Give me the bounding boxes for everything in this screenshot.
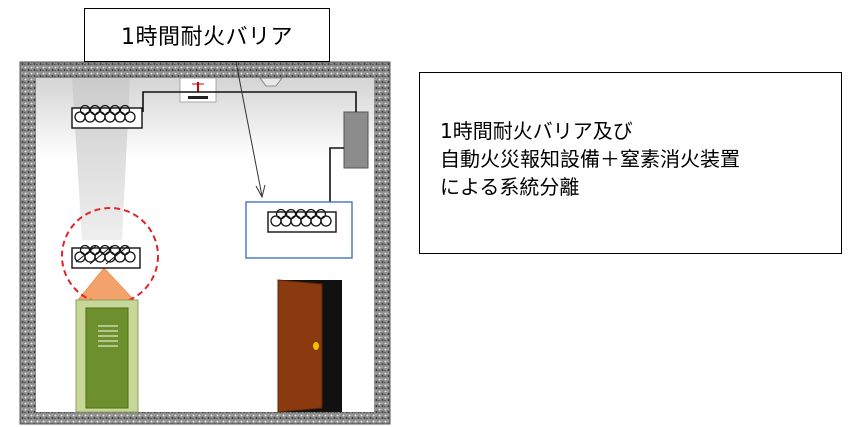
door [277, 279, 342, 413]
callout-arrow [235, 61, 266, 199]
description-line-3: による系統分離 [440, 175, 580, 199]
description-line-2: 自動火災報知設備＋窒素消火装置 [440, 147, 740, 171]
light-beam [72, 78, 130, 240]
cable-tray-burning [71, 244, 141, 269]
fire-detector [179, 77, 217, 103]
cable-lines [142, 91, 357, 210]
ceiling-light [259, 77, 283, 87]
barrier-callout-label: 1時間耐火バリア [84, 8, 330, 62]
barrier-callout-text: 1時間耐火バリア [121, 25, 293, 50]
nitrogen-control-panel [343, 111, 369, 169]
cable-tray-upper [71, 104, 143, 129]
electrical-cabinet [75, 299, 139, 413]
fire-barrier-enclosure [245, 201, 353, 259]
description-box: 1時間耐火バリア及び 自動火災報知設備＋窒素消火装置 による系統分離 [419, 72, 842, 254]
description-line-1: 1時間耐火バリア及び [440, 119, 633, 143]
